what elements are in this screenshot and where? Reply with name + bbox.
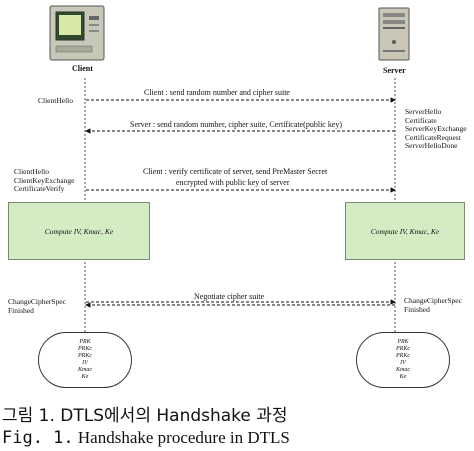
client-key-item: Ke (81, 374, 89, 380)
server-keys-pill: PRK PRKc PRKc IV Kmac Ke (356, 332, 450, 388)
server-label: Server (383, 66, 406, 75)
client-group-item: CertificateVerify (14, 184, 65, 193)
client-compute-label: Compute IV, Kmac, Ke (44, 226, 114, 236)
client-key-item: Kmac (78, 367, 92, 373)
server-key-item: PRKc (396, 346, 410, 352)
server-key-item: IV (400, 360, 406, 366)
figure-caption-english: Fig. 1. Handshake procedure in DTLS (2, 428, 290, 448)
client-key-item: PRKc (78, 346, 92, 352)
client-group-item: ClientKeyExchange (14, 175, 75, 185)
client-compute-box: Compute IV, Kmac, Ke (8, 202, 150, 260)
server-change-cipher-item: ChangeCipherSpec (404, 296, 462, 305)
server-group-item: ServerHelloDone (405, 141, 458, 150)
server-change-cipher-item: Finished (404, 304, 430, 314)
client-key-item: IV (82, 360, 88, 366)
message-client-verify-line2: encrypted with public key of server (176, 178, 290, 187)
server-icon (378, 7, 410, 61)
server-group-item: ServerKeyExchange (405, 124, 467, 133)
client-message-group: ClientHello ClientKeyExchange Certificat… (14, 167, 75, 194)
server-message-group: ServerHello Certificate ServerKeyExchang… (405, 107, 467, 151)
server-group-item: CertificateRequest (405, 132, 461, 142)
client-change-cipher-item: Finished (8, 305, 34, 315)
message-server-hello: Server : send random number, cipher suit… (130, 120, 343, 129)
server-group-item: Certificate (405, 115, 437, 125)
server-key-item: PRK (397, 339, 409, 345)
client-hello-label: ClientHello (38, 96, 73, 105)
server-change-cipher-group: ChangeCipherSpec Finished (404, 296, 462, 314)
client-label: Client (72, 64, 93, 73)
server-key-item: PRKc (396, 353, 410, 359)
client-keys-pill: PRK PRKc PRKc IV Kmac Ke (38, 332, 132, 388)
client-group-item: ClientHello (14, 167, 49, 176)
server-compute-label: Compute IV, Kmac, Ke (370, 226, 440, 236)
client-change-cipher-item: ChangeCipherSpec (8, 297, 66, 306)
server-key-item: Ke (399, 374, 407, 380)
client-key-item: PRK (79, 339, 91, 345)
server-compute-box: Compute IV, Kmac, Ke (345, 202, 465, 260)
computer-icon (49, 5, 105, 61)
message-client-verify-line1: Client : verify certificate of server, s… (143, 167, 328, 176)
client-key-item: PRKc (78, 353, 92, 359)
figure-caption-prefix: Fig. 1. (2, 428, 74, 448)
figure-caption-text: Handshake procedure in DTLS (73, 428, 290, 447)
figure-caption-korean: 그림 1. DTLS에서의 Handshake 과정 (2, 406, 288, 426)
message-client-hello: Client : send random number and cipher s… (144, 88, 290, 97)
server-key-item: Kmac (396, 367, 410, 373)
server-group-item: ServerHello (405, 107, 442, 116)
message-negotiate: Negotiate cipher suite (194, 292, 265, 301)
client-change-cipher-group: ChangeCipherSpec Finished (8, 297, 66, 315)
